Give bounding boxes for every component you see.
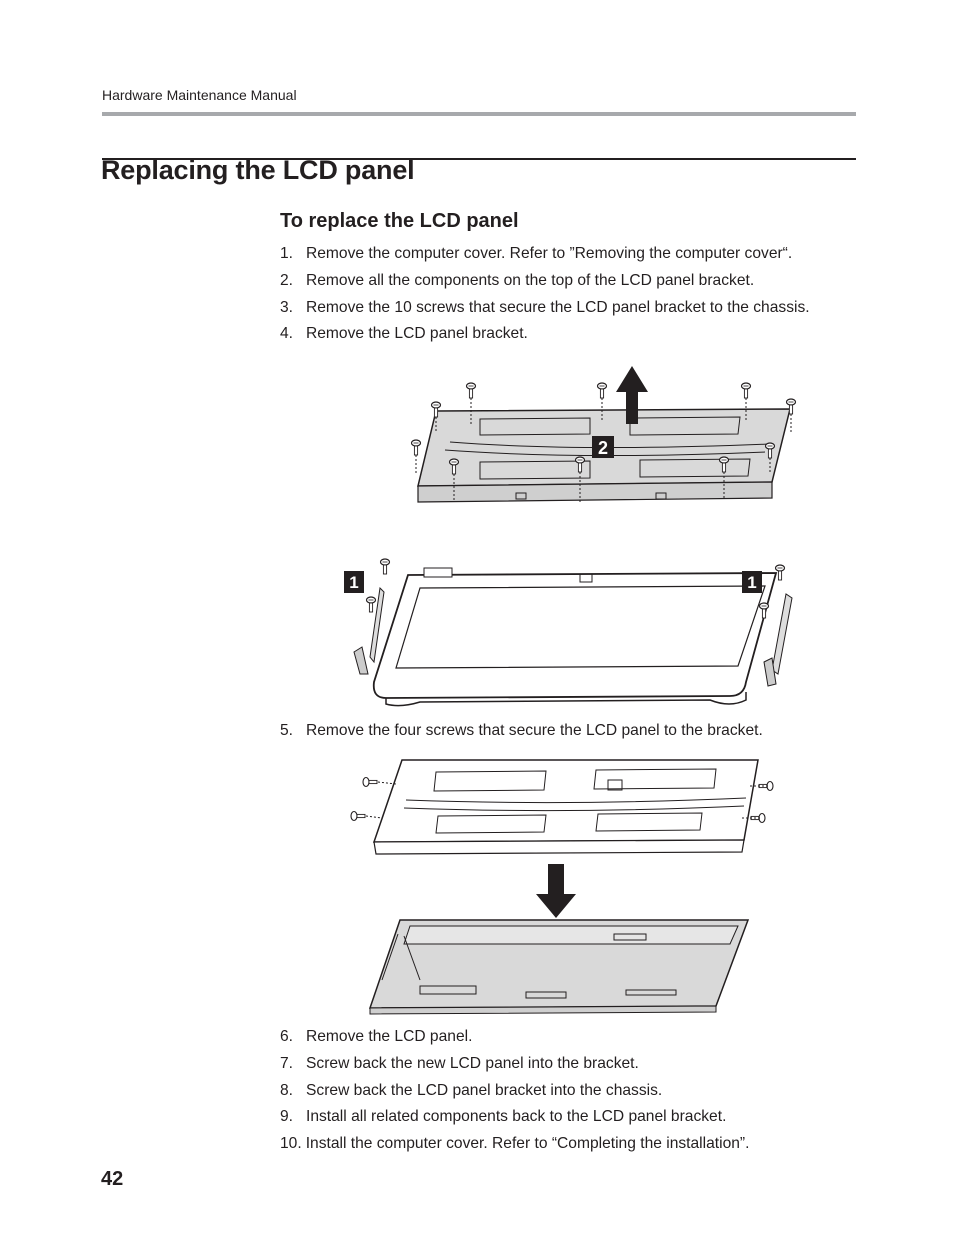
header-rule — [102, 112, 856, 116]
list-item: 8. Screw back the LCD panel bracket into … — [280, 1078, 749, 1105]
list-item: 7. Screw back the new LCD panel into the … — [280, 1051, 749, 1078]
step-number: 9. — [280, 1108, 294, 1126]
callout-1-right: 1 — [742, 571, 762, 593]
steps-list-c: 6. Remove the LCD panel. 7. Screw back the… — [280, 1024, 749, 1158]
step-text: Install the computer cover. Refer to “Co… — [305, 1135, 750, 1153]
step-number: 10. — [280, 1135, 302, 1153]
step-text: Remove all the components on the top of … — [306, 271, 755, 289]
list-item: 10.Install the computer cover. Refer to … — [280, 1131, 749, 1158]
step-text: Remove the LCD panel bracket. — [306, 325, 528, 343]
panel-removal-illustration — [350, 759, 774, 1015]
step-number: 7. — [280, 1054, 294, 1072]
step-number: 2. — [280, 271, 294, 289]
down-arrow-icon — [536, 864, 576, 918]
side-rails — [353, 558, 793, 687]
running-header: Hardware Maintenance Manual — [102, 87, 297, 103]
lcd-panel — [368, 919, 750, 1015]
bracket-screws — [410, 382, 797, 502]
page-number: 42 — [101, 1168, 124, 1190]
list-item: 1. Remove the computer cover. Refer to ”R… — [280, 241, 810, 268]
list-item: 2. Remove all the components on the top o… — [280, 268, 810, 295]
step-number: 5. — [280, 722, 294, 739]
step-number: 6. — [280, 1028, 294, 1045]
list-item: 5. Remove the four screws that secure the… — [280, 718, 763, 745]
bracket-removal-illustration: 2 1 1 — [344, 366, 797, 707]
step-text: Remove the four screws that secure the L… — [306, 722, 763, 739]
list-item: 4. Remove the LCD panel bracket. — [280, 321, 810, 348]
bracket-side-screws — [350, 776, 774, 824]
section-title: To replace the LCD panel — [280, 210, 519, 232]
step-text: Screw back the LCD panel bracket into th… — [306, 1081, 663, 1099]
step-text: Install all related components back to t… — [306, 1108, 727, 1126]
list-item: 3. Remove the 10 screws that secure the L… — [280, 295, 810, 322]
step-text: Remove the LCD panel. — [306, 1028, 473, 1045]
steps-list-a: 1. Remove the computer cover. Refer to ”R… — [280, 241, 810, 348]
svg-text:1: 1 — [747, 573, 756, 592]
lcd-frame — [372, 567, 778, 707]
page-title: Replacing the LCD panel — [101, 155, 415, 185]
step-number: 8. — [280, 1081, 294, 1099]
step-number: 1. — [280, 245, 294, 262]
list-item: 9. Install all related components back to… — [280, 1104, 749, 1131]
callout-2: 2 — [592, 436, 614, 458]
steps-list-b: 5. Remove the four screws that secure the… — [280, 718, 763, 745]
list-item: 6. Remove the LCD panel. — [280, 1024, 749, 1051]
step-text: Remove the 10 screws that secure the LCD… — [306, 298, 810, 316]
svg-text:1: 1 — [349, 573, 358, 592]
step-number: 3. — [280, 298, 294, 316]
lcd-bracket — [372, 759, 759, 855]
callout-1-left: 1 — [344, 571, 364, 593]
step-text: Screw back the new LCD panel into the br… — [306, 1054, 639, 1072]
svg-text:2: 2 — [598, 438, 608, 458]
step-text: Remove the computer cover. Refer to ”Rem… — [306, 245, 793, 262]
title-rule — [102, 158, 856, 160]
lift-arrow-icon — [616, 366, 648, 424]
step-number: 4. — [280, 325, 294, 343]
